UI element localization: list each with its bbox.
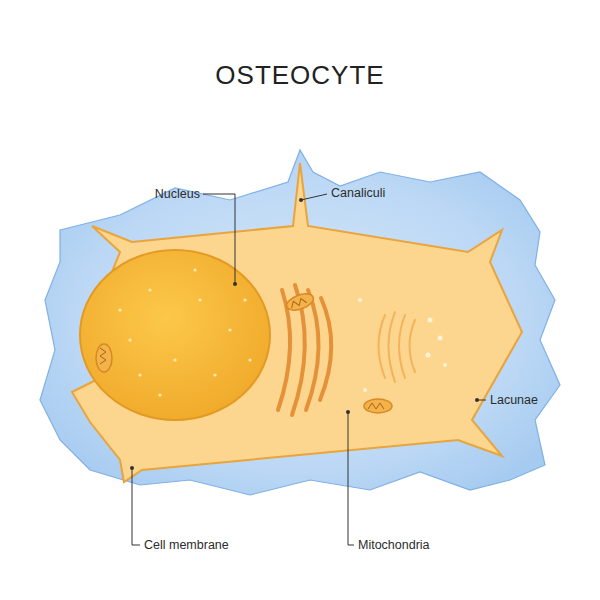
part-label: Mitochondria	[358, 538, 430, 552]
diagram-title: OSTEOCYTE	[215, 60, 384, 91]
leader-lines	[132, 194, 486, 545]
golgi-apparatus	[278, 285, 331, 415]
part-label: Lacunae	[490, 393, 538, 407]
mitochondria	[96, 291, 392, 413]
nucleus-dots	[118, 268, 251, 396]
leader-dots	[130, 198, 479, 470]
vesicles	[358, 298, 447, 392]
part-label: Canaliculi	[331, 186, 385, 200]
cell-body	[72, 163, 522, 482]
part-label: Cell membrane	[144, 538, 229, 552]
vesicle-stacks	[379, 312, 416, 382]
lacuna-space	[40, 150, 560, 495]
nucleus	[80, 250, 270, 420]
part-label: Nucleus	[155, 187, 200, 201]
